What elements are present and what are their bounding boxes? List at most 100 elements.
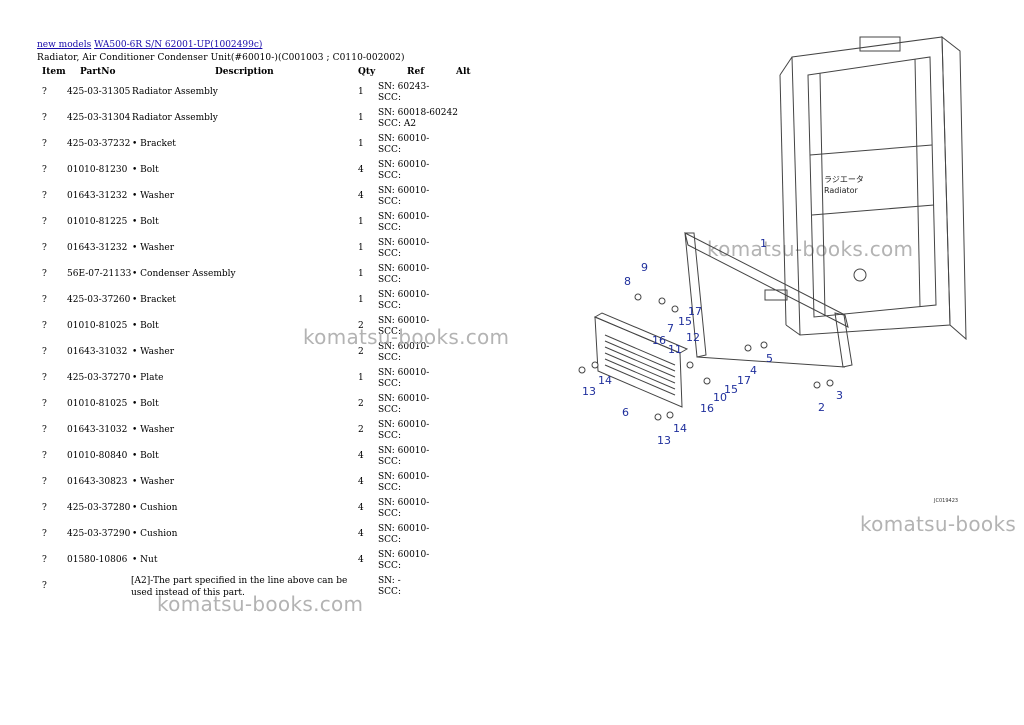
cell-partno: 01643-31032 — [67, 425, 128, 435]
cell-qty: 2 — [358, 399, 364, 409]
ref-serial: SN: 60010- — [378, 524, 430, 534]
cell-qty: 2 — [358, 347, 364, 357]
col-header-description: Description — [215, 67, 274, 77]
cell-partno: 56E-07-21133 — [67, 269, 132, 279]
ref-serial: SN: 60018-60242 — [378, 108, 458, 118]
cell-ref: SN: 60010-SCC: — [378, 394, 458, 416]
callout-17: 17 — [737, 374, 751, 387]
cell-partno: 01010-81025 — [67, 321, 128, 331]
cell-description: • Washer — [132, 425, 175, 435]
callout-3: 3 — [836, 389, 843, 402]
cell-ref: SN: 60243-SCC: — [378, 82, 458, 104]
cell-description: • Bolt — [132, 321, 159, 331]
callout-14: 14 — [598, 374, 612, 387]
ref-scc: SCC: — [378, 275, 401, 285]
ref-serial: SN: 60010- — [378, 186, 430, 196]
cell-description: • Bolt — [132, 451, 159, 461]
breadcrumb-link-new-models[interactable]: new models — [37, 40, 92, 50]
callout-5: 5 — [766, 352, 773, 365]
cell-partno: 425-03-31304 — [67, 113, 131, 123]
callout-2: 2 — [818, 401, 825, 414]
callout-8: 8 — [624, 275, 631, 288]
col-header-item: Item — [42, 67, 66, 77]
ref-scc: SCC: — [378, 249, 401, 259]
cell-description: • Condenser Assembly — [132, 269, 236, 279]
callout-4: 4 — [750, 364, 757, 377]
cell-description: • Bolt — [132, 217, 159, 227]
cell-item: ? — [42, 529, 47, 539]
ref-scc: SCC: — [378, 587, 401, 597]
cell-ref: SN: 60010-SCC: — [378, 368, 458, 390]
ref-serial: SN: 60010- — [378, 472, 430, 482]
callout-6: 6 — [622, 406, 629, 419]
cell-item: ? — [42, 87, 47, 97]
ref-scc: SCC: — [378, 197, 401, 207]
ref-scc: SCC: — [378, 171, 401, 181]
cell-item: ? — [42, 581, 47, 591]
ref-serial: SN: 60010- — [378, 498, 430, 508]
callout-13: 13 — [657, 434, 671, 447]
cell-partno: 425-03-37270 — [67, 373, 131, 383]
cell-ref: SN: 60010-SCC: — [378, 498, 458, 520]
cell-partno: 425-03-31305 — [67, 87, 131, 97]
radiator-frame — [791, 36, 951, 336]
cell-description: • Plate — [132, 373, 164, 383]
cell-item: ? — [42, 399, 47, 409]
ref-scc: SCC: — [378, 223, 401, 233]
cell-qty: 1 — [358, 295, 364, 305]
callout-15: 15 — [724, 383, 738, 396]
cell-description: • Nut — [132, 555, 158, 565]
page-subtitle: Radiator, Air Conditioner Condenser Unit… — [37, 53, 405, 63]
cell-description: • Bolt — [132, 399, 159, 409]
cell-ref: SN: 60010-SCC: — [378, 524, 458, 546]
cell-qty: 2 — [358, 321, 364, 331]
ref-scc: SCC: — [378, 405, 401, 415]
cell-item: ? — [42, 477, 47, 487]
cell-partno: 01643-31032 — [67, 347, 128, 357]
cell-qty: 1 — [358, 87, 364, 97]
cell-ref: SN: 60010-SCC: — [378, 290, 458, 312]
col-header-qty: Qty — [358, 67, 376, 77]
ref-serial: SN: 60010- — [378, 420, 430, 430]
ref-scc: SCC: — [378, 327, 401, 337]
cell-qty: 4 — [358, 191, 364, 201]
ref-serial: SN: 60010- — [378, 160, 430, 170]
ref-scc: SCC: — [378, 353, 401, 363]
ref-serial: SN: 60010- — [378, 264, 430, 274]
cell-item: ? — [42, 269, 47, 279]
col-header-partno: PartNo — [80, 67, 116, 77]
cell-description: • Bracket — [132, 139, 176, 149]
ref-serial: SN: 60010- — [378, 550, 430, 560]
ref-serial: SN: 60010- — [378, 368, 430, 378]
cell-ref: SN: 60010-SCC: — [378, 342, 458, 364]
cell-ref: SN: 60010-SCC: — [378, 446, 458, 468]
watermark: komatsu-books.com — [707, 237, 914, 261]
cell-item: ? — [42, 451, 47, 461]
cell-partno: 425-03-37290 — [67, 529, 131, 539]
cell-item: ? — [42, 373, 47, 383]
cell-description: • Washer — [132, 191, 175, 201]
callout-15: 15 — [678, 315, 692, 328]
ref-scc: SCC: — [378, 561, 401, 571]
watermark: komatsu-books.com — [303, 325, 510, 349]
cell-description: • Bolt — [132, 165, 159, 175]
ref-scc: SCC: — [378, 379, 401, 389]
cell-item: ? — [42, 243, 47, 253]
cell-partno: 01643-31232 — [67, 191, 128, 201]
cell-item: ? — [42, 113, 47, 123]
cell-partno: 01010-81025 — [67, 399, 128, 409]
breadcrumb-link-model[interactable]: WA500-6R S/N 62001-UP(1002499c) — [94, 40, 263, 50]
cell-ref: SN: 60010-SCC: — [378, 316, 458, 338]
cell-qty: 4 — [358, 555, 364, 565]
ref-serial: SN: 60010- — [378, 342, 430, 352]
cell-ref: SN: 60010-SCC: — [378, 238, 458, 260]
note-line: used instead of this part. — [131, 588, 245, 598]
condenser-drawing — [593, 312, 689, 408]
cell-qty: 4 — [358, 503, 364, 513]
bracket-assembly — [684, 232, 853, 368]
cell-partno: 01010-81230 — [67, 165, 128, 175]
cell-item: ? — [42, 555, 47, 565]
ref-serial: SN: 60010- — [378, 290, 430, 300]
fasteners — [578, 293, 834, 421]
callout-14: 14 — [673, 422, 687, 435]
